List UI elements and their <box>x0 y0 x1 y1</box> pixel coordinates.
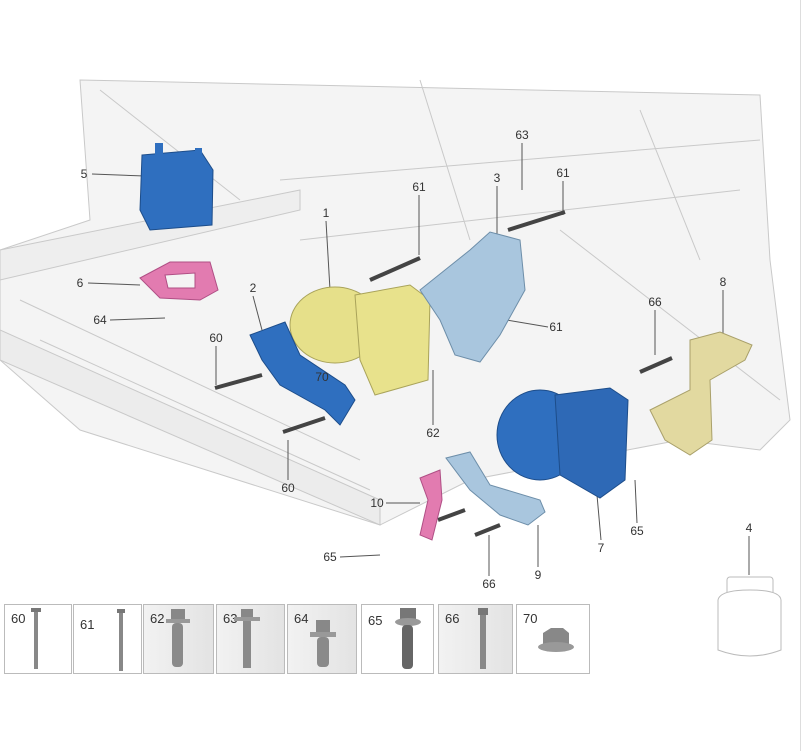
hex-bolt-icon <box>395 608 421 669</box>
callout-65: 65 <box>630 524 644 538</box>
callout-61: 61 <box>549 320 563 334</box>
callout-7: 7 <box>597 541 605 555</box>
part-2-blue-bracket <box>249 321 356 426</box>
thumbnail-65[interactable]: 65 <box>361 604 434 674</box>
callout-4: 4 <box>745 521 753 535</box>
part-6-pink-bracket <box>139 261 219 301</box>
part-7-blue-motor <box>496 387 629 499</box>
callout-62: 62 <box>426 426 440 440</box>
callout-61: 61 <box>412 180 426 194</box>
thumbnail-label: 65 <box>368 613 383 628</box>
short-bolt-icon <box>310 620 336 667</box>
thumbnail-60[interactable]: 60 <box>4 604 72 674</box>
page-edge-divider <box>800 0 801 751</box>
callout-10: 10 <box>370 496 384 510</box>
flange-nut-icon <box>538 628 574 652</box>
part-5-control-unit <box>139 143 214 231</box>
thumbnail-70[interactable]: 70 <box>516 604 590 674</box>
thumbnail-label: 60 <box>11 611 26 626</box>
long-bolt-icon <box>478 608 488 669</box>
thumbnail-61[interactable]: 61 <box>73 604 142 674</box>
callout-66: 66 <box>482 577 496 591</box>
callout-6: 6 <box>76 276 84 290</box>
callout-9: 9 <box>534 568 542 582</box>
callout-8: 8 <box>719 275 727 289</box>
callout-1: 1 <box>322 206 330 220</box>
callout-66: 66 <box>648 295 662 309</box>
callout-3: 3 <box>493 171 501 185</box>
thumbnail-label: 70 <box>523 611 538 626</box>
thumbnail-label: 66 <box>445 611 460 626</box>
part-3-mount-bracket <box>419 231 526 363</box>
part-9-light-blue-bracket <box>445 451 546 526</box>
callout-64: 64 <box>93 313 107 327</box>
flange-bolt-icon <box>234 609 260 668</box>
thumbnail-63[interactable]: 63 <box>216 604 285 674</box>
part-4-canister <box>717 576 782 657</box>
callout-63: 63 <box>515 128 529 142</box>
callout-60: 60 <box>209 331 223 345</box>
part-8-beige-bracket <box>649 331 753 456</box>
thumbnail-label: 62 <box>150 611 165 626</box>
callout-61: 61 <box>556 166 570 180</box>
callout-2: 2 <box>249 281 257 295</box>
part-1-yellow-motor <box>289 284 431 396</box>
stud-bolt-icon <box>166 609 190 667</box>
part-10-pink-bracket <box>419 469 443 541</box>
callout-5: 5 <box>80 167 88 181</box>
thumbnail-64[interactable]: 64 <box>287 604 357 674</box>
callout-60: 60 <box>281 481 295 495</box>
callout-leader-lines <box>87 143 750 576</box>
long-bolt-icon <box>31 608 41 669</box>
callout-65: 65 <box>323 550 337 564</box>
thumbnail-label: 63 <box>223 611 238 626</box>
thumbnail-label: 61 <box>80 617 95 632</box>
thumbnail-label: 64 <box>294 611 309 626</box>
thumbnail-62[interactable]: 62 <box>143 604 214 674</box>
long-bolt-icon <box>117 609 125 671</box>
thumbnail-66[interactable]: 66 <box>438 604 513 674</box>
callout-70: 70 <box>315 370 329 384</box>
